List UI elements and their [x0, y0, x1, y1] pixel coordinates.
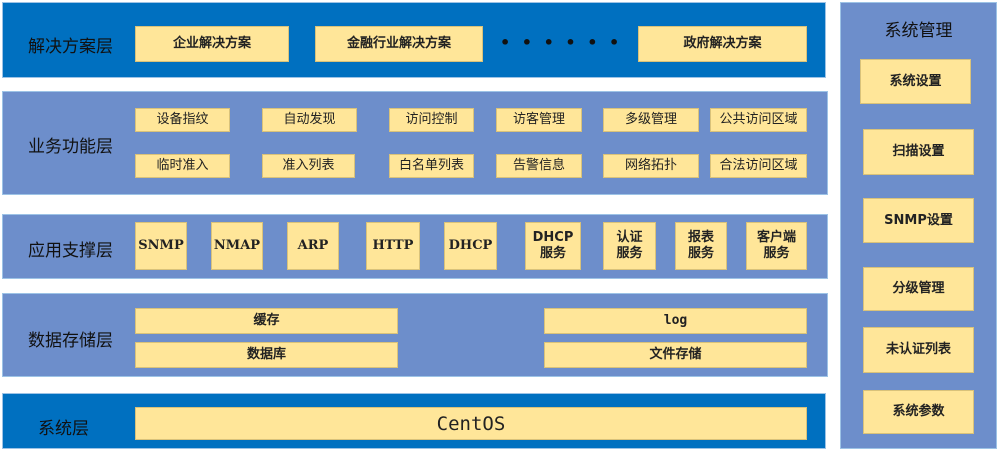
support-item: 报表 服务 — [675, 222, 727, 270]
management-item: 分级管理 — [863, 267, 974, 311]
finance-solution: 金融行业解决方案 — [315, 26, 483, 62]
management-item: 扫描设置 — [863, 129, 974, 175]
support-item: DHCP 服务 — [525, 222, 581, 270]
system-layer-label: 系统层 — [38, 419, 89, 439]
management-title: 系统管理 — [884, 21, 953, 41]
support-item: NMAP — [211, 222, 263, 270]
business-item: 网络拓扑 — [603, 154, 699, 178]
business-item: 准入列表 — [262, 154, 355, 178]
enterprise-solution: 企业解决方案 — [135, 26, 289, 62]
business-item: 临时准入 — [135, 154, 230, 178]
log-box: log — [544, 308, 807, 334]
support-item: 认证 服务 — [603, 222, 656, 270]
storage-layer-label: 数据存储层 — [28, 331, 113, 351]
solution-layer-label: 解决方案层 — [28, 37, 113, 57]
business-item: 合法访问区域 — [710, 154, 807, 178]
business-item: 访问控制 — [389, 108, 474, 132]
management-item: 未认证列表 — [863, 327, 974, 373]
management-item: 系统参数 — [863, 390, 974, 434]
business-item: 设备指纹 — [135, 108, 230, 132]
management-item: 系统设置 — [860, 59, 971, 104]
ellipsis: • • • • • • — [500, 33, 623, 52]
centos-box: CentOS — [135, 407, 807, 440]
business-item: 多级管理 — [603, 108, 699, 132]
support-item: ARP — [287, 222, 339, 270]
management-item: SNMP设置 — [863, 198, 974, 243]
business-item: 白名单列表 — [389, 154, 474, 178]
support-item: DHCP — [444, 222, 497, 270]
government-solution: 政府解决方案 — [638, 26, 807, 62]
support-item: 客户端 服务 — [746, 222, 807, 270]
business-layer — [2, 91, 828, 195]
business-layer-label: 业务功能层 — [28, 137, 113, 157]
cache-box: 缓存 — [135, 308, 398, 334]
support-item: SNMP — [135, 222, 187, 270]
support-item: HTTP — [366, 222, 420, 270]
business-item: 自动发现 — [262, 108, 357, 132]
file-storage-box: 文件存储 — [544, 342, 807, 368]
database-box: 数据库 — [135, 342, 398, 368]
business-item: 告警信息 — [496, 154, 582, 178]
support-layer-label: 应用支撑层 — [28, 241, 113, 261]
business-item: 公共访问区域 — [710, 108, 807, 132]
business-item: 访客管理 — [496, 108, 582, 132]
